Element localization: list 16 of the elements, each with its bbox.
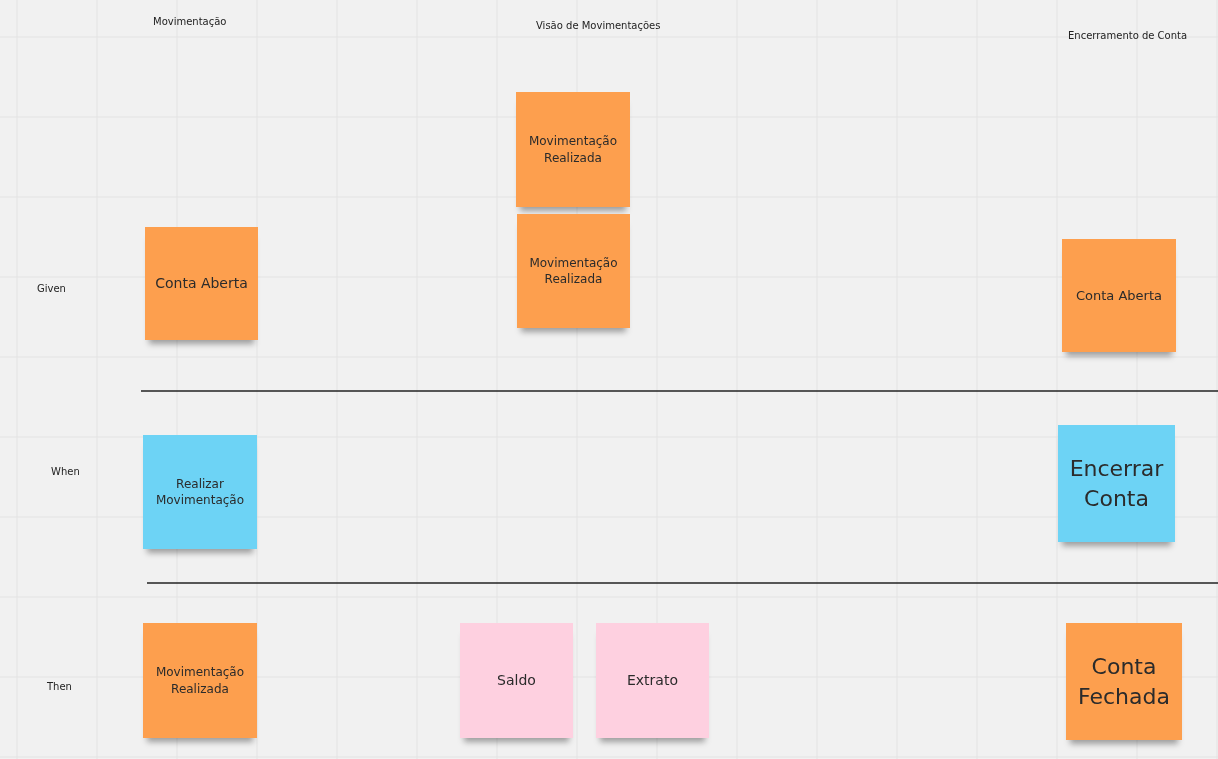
sticky-note: Conta Aberta bbox=[145, 227, 258, 340]
row-label: Then bbox=[47, 681, 72, 692]
column-header: Visão de Movimentações bbox=[536, 20, 661, 31]
sticky-note: Movimentação Realizada bbox=[143, 623, 257, 738]
sticky-note: Movimentação Realizada bbox=[517, 214, 630, 328]
row-label: When bbox=[51, 466, 80, 477]
column-header: Encerramento de Conta bbox=[1068, 30, 1188, 41]
row-label: Given bbox=[37, 283, 66, 294]
sticky-note: Realizar Movimentação bbox=[143, 435, 257, 549]
sticky-note: Encerrar Conta bbox=[1058, 425, 1175, 542]
sticky-note: Saldo bbox=[460, 623, 573, 738]
column-header: Movimentação bbox=[153, 16, 227, 27]
sticky-note: Conta Aberta bbox=[1062, 239, 1176, 352]
sticky-note: Extrato bbox=[596, 623, 709, 738]
sticky-note: Conta Fechada bbox=[1066, 623, 1182, 740]
sticky-note: Movimentação Realizada bbox=[516, 92, 630, 207]
